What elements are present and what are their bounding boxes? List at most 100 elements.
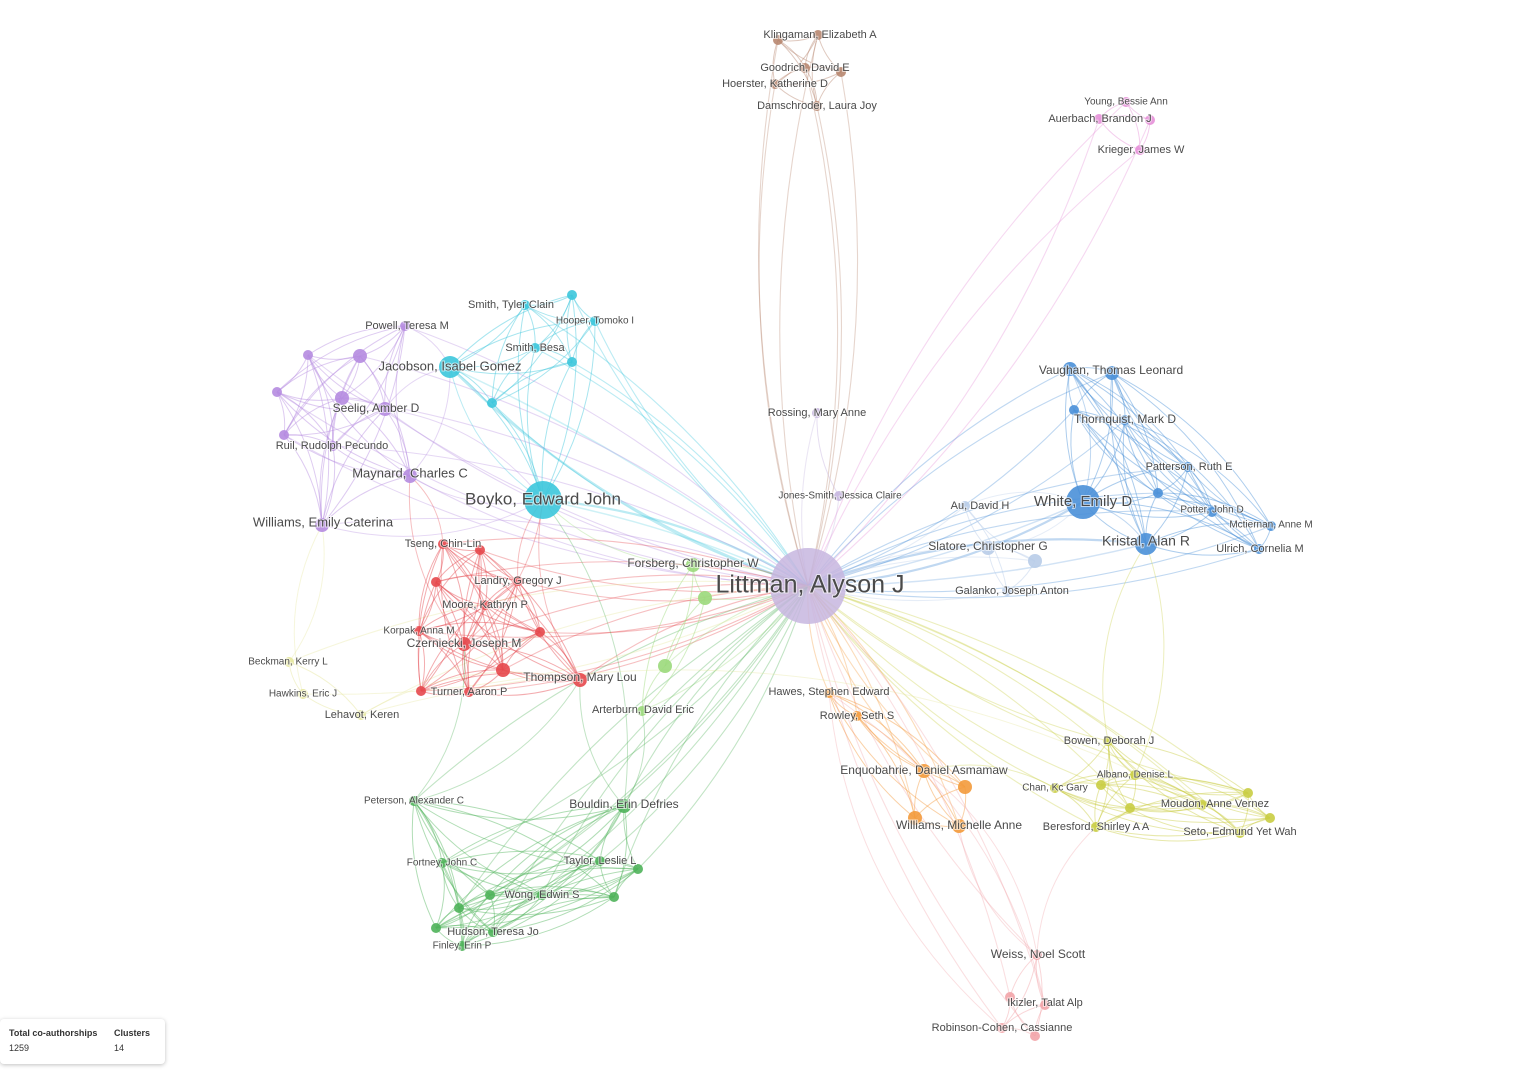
author-node-red-d[interactable]: [496, 663, 510, 677]
author-label-damschroder[interactable]: Damschroder, Laura Joy: [756, 99, 878, 113]
author-node-slatore[interactable]: [981, 541, 995, 555]
author-label-tseng[interactable]: Tseng, Chin-Lin: [404, 537, 482, 551]
author-node-gr-b[interactable]: [609, 892, 619, 902]
author-label-hooper[interactable]: Hooper, Tomoko I: [555, 315, 635, 328]
author-label-lehavot[interactable]: Lehavot, Keren: [324, 708, 401, 722]
author-node-br-a[interactable]: [773, 35, 783, 45]
author-label-galanko[interactable]: Galanko, Joseph Anton: [954, 584, 1070, 598]
author-node-forsberg[interactable]: [686, 558, 700, 572]
author-node-finley[interactable]: [457, 941, 467, 951]
author-node-rowley[interactable]: [852, 711, 862, 721]
author-node-ruil[interactable]: [328, 441, 338, 451]
author-node-moore[interactable]: [480, 600, 490, 610]
author-node-hudson[interactable]: [488, 927, 498, 937]
author-label-krieger[interactable]: Krieger, James W: [1097, 143, 1186, 157]
author-label-ikizler[interactable]: Ikizler, Talat Alp: [1006, 996, 1084, 1010]
author-node-sa-a[interactable]: [1005, 992, 1015, 1002]
author-node-sa-b[interactable]: [1030, 1031, 1040, 1041]
author-node-robinson[interactable]: [997, 1023, 1007, 1033]
author-label-robinson[interactable]: Robinson-Cohen, Cassianne: [931, 1021, 1074, 1035]
author-label-powell[interactable]: Powell, Teresa M: [364, 319, 450, 333]
author-label-finley[interactable]: Finley, Erin P: [432, 940, 493, 953]
author-node-wong[interactable]: [537, 890, 547, 900]
author-node-gr-e[interactable]: [431, 923, 441, 933]
author-node-seto[interactable]: [1235, 828, 1245, 838]
author-label-jones-smith[interactable]: Jones-Smith, Jessica Claire: [777, 490, 903, 503]
author-node-chan[interactable]: [1050, 783, 1060, 793]
author-node-korpak[interactable]: [414, 626, 424, 636]
author-node-pur-d[interactable]: [335, 391, 349, 405]
author-label-thompson[interactable]: Thompson, Mary Lou: [522, 669, 637, 685]
author-label-moudon[interactable]: Moudon, Anne Vernez: [1160, 797, 1270, 811]
author-node-smith-tyler[interactable]: [520, 300, 530, 310]
author-node-boyko[interactable]: [524, 481, 562, 519]
author-label-bouldin[interactable]: Bouldin, Erin Defries: [568, 796, 679, 812]
author-node-pur-c[interactable]: [272, 387, 282, 397]
author-label-mctiernan[interactable]: Mctiernan, Anne M: [1228, 519, 1313, 532]
author-node-red-e[interactable]: [416, 686, 426, 696]
author-node-red-b[interactable]: [431, 577, 441, 587]
author-node-bl-a[interactable]: [1105, 366, 1119, 380]
author-label-turner[interactable]: Turner, Aaron P: [430, 685, 509, 699]
author-node-au[interactable]: [960, 501, 970, 511]
author-label-bowen[interactable]: Bowen, Deborah J: [1063, 734, 1156, 748]
author-label-czerniecki[interactable]: Czerniecki, Joseph M: [406, 635, 523, 651]
author-node-gr-c[interactable]: [485, 890, 495, 900]
author-label-klingaman[interactable]: Klingaman, Elizabeth A: [762, 28, 878, 42]
author-node-peterson[interactable]: [409, 796, 419, 806]
author-node-pur-b[interactable]: [353, 349, 367, 363]
author-label-landry[interactable]: Landry, Gregory J: [473, 574, 562, 588]
author-label-forsberg[interactable]: Forsberg, Christopher W: [626, 555, 760, 571]
author-node-br-b[interactable]: [836, 67, 846, 77]
author-node-or-a[interactable]: [958, 780, 972, 794]
author-node-gr-a[interactable]: [633, 864, 643, 874]
author-label-beckman[interactable]: Beckman, Kerry L: [247, 656, 329, 669]
author-label-littman[interactable]: Littman, Alyson J: [715, 570, 906, 600]
author-node-kristal[interactable]: [1135, 533, 1157, 555]
author-node-beresford[interactable]: [1091, 822, 1101, 832]
author-label-fortney[interactable]: Fortney, John C: [406, 857, 478, 870]
author-node-hooper[interactable]: [590, 316, 600, 326]
author-label-beresford[interactable]: Beresford, Shirley A A: [1042, 820, 1151, 834]
author-node-arterburn[interactable]: [637, 706, 647, 716]
author-label-smith-tyler[interactable]: Smith, Tyler Clain: [467, 298, 555, 312]
author-label-ruil[interactable]: Ruil, Rudolph Pecundo: [275, 439, 390, 453]
author-node-pur-e[interactable]: [279, 430, 289, 440]
author-node-bouldin[interactable]: [617, 799, 631, 813]
author-node-or-b[interactable]: [908, 811, 922, 825]
author-node-gr-d[interactable]: [454, 903, 464, 913]
author-node-seelig[interactable]: [378, 402, 392, 416]
author-node-pur-a[interactable]: [303, 350, 313, 360]
author-node-powell[interactable]: [400, 321, 410, 331]
author-label-potter[interactable]: Potter, John D: [1179, 504, 1244, 517]
author-node-ulrich[interactable]: [1254, 544, 1264, 554]
author-node-bowen[interactable]: [1103, 736, 1113, 746]
author-label-rossing[interactable]: Rossing, Mary Anne: [767, 406, 867, 420]
author-node-hawes[interactable]: [824, 688, 834, 698]
author-label-williams-ec[interactable]: Williams, Emily Caterina: [252, 513, 395, 530]
author-node-white[interactable]: [1066, 485, 1100, 519]
author-node-hoerster[interactable]: [770, 79, 780, 89]
author-label-ulrich[interactable]: Ulrich, Cornelia M: [1215, 542, 1304, 556]
author-node-cyan-c[interactable]: [487, 398, 497, 408]
author-label-seelig[interactable]: Seelig, Amber D: [332, 400, 421, 416]
author-node-krieger[interactable]: [1135, 145, 1145, 155]
author-node-potter[interactable]: [1207, 507, 1217, 517]
author-node-lehavot[interactable]: [356, 710, 366, 720]
author-node-lb-a[interactable]: [1028, 554, 1042, 568]
author-node-patterson[interactable]: [1183, 462, 1193, 472]
author-node-fortney[interactable]: [437, 858, 447, 868]
author-label-moore[interactable]: Moore, Kathryn P: [441, 598, 529, 612]
author-node-lg-a[interactable]: [698, 591, 712, 605]
author-label-auerbach[interactable]: Auerbach, Brandon J: [1047, 112, 1152, 126]
author-label-jacobson[interactable]: Jacobson, Isabel Gomez: [377, 357, 522, 374]
author-node-williams-ma[interactable]: [952, 819, 966, 833]
author-label-hoerster[interactable]: Hoerster, Katherine D: [721, 77, 829, 91]
author-node-cyan-b[interactable]: [567, 357, 577, 367]
author-node-smith-besa[interactable]: [530, 343, 540, 353]
author-label-thornquist[interactable]: Thornquist, Mark D: [1073, 411, 1177, 427]
author-node-enquobahrie[interactable]: [917, 764, 931, 778]
author-node-ye-b[interactable]: [1125, 803, 1135, 813]
author-node-weiss[interactable]: [1032, 950, 1042, 960]
